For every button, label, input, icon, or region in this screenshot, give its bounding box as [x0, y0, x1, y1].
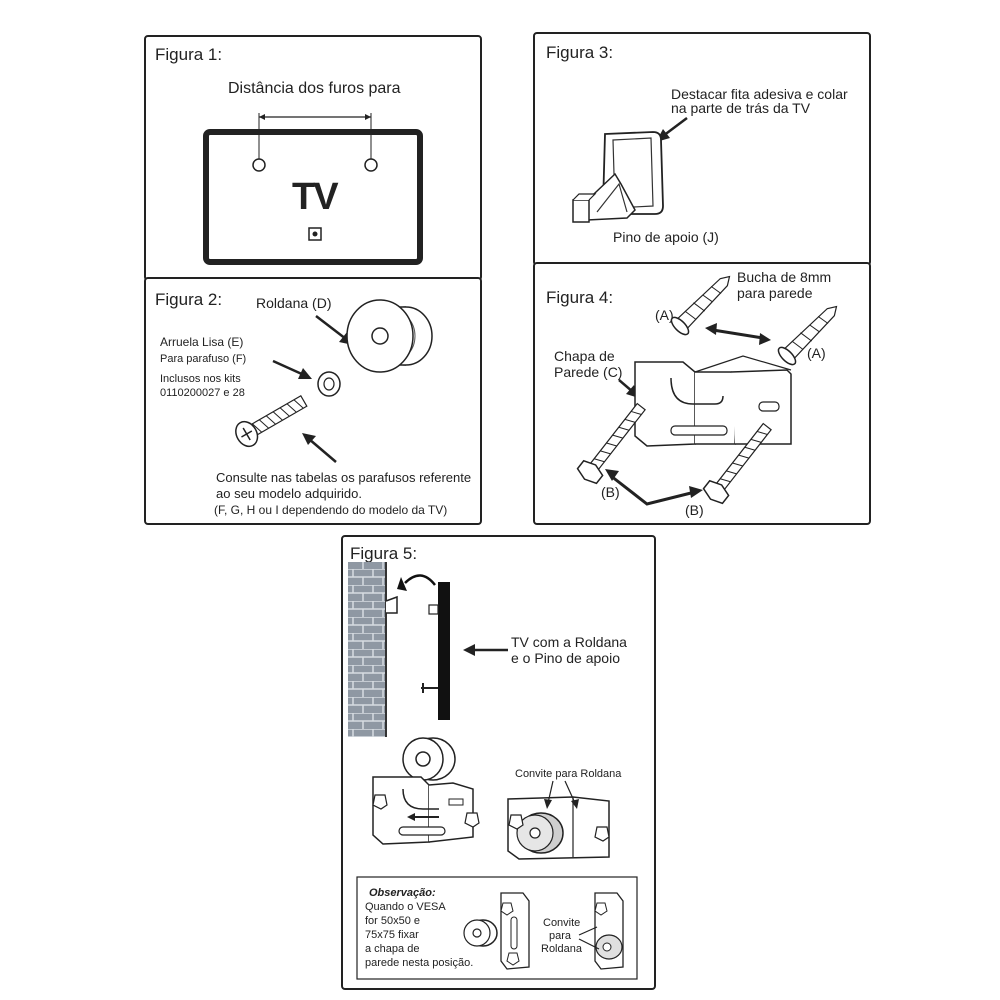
figure-3-title: Figura 3:	[546, 43, 614, 62]
inclusos-label-1: Inclusos nos kits	[160, 373, 241, 385]
figure-4-title: Figura 4:	[546, 288, 614, 307]
figure-1-title: Figura 1:	[155, 45, 223, 64]
consulte-label-2: ao seu modelo adquirido.	[216, 486, 362, 501]
chapa-label-1: Chapa de	[554, 348, 615, 364]
tv-text: TV	[292, 176, 339, 218]
chapa-label-2: Parede (C)	[554, 364, 623, 380]
wall-hardware-drawing	[576, 275, 838, 506]
convite-label: Convite para Roldana	[515, 768, 622, 780]
figure-4-panel: Figura 4: Bucha de 8mm para parede (A) (…	[533, 262, 871, 525]
figure-1-panel: Figura 1: Distância dos furos para TV	[144, 35, 482, 281]
support-pin-drawing	[572, 117, 688, 223]
pino-label: Pino de apoio (J)	[613, 229, 719, 245]
roldana-label: Roldana (D)	[256, 295, 332, 311]
inclusos-label-2: 0110200027 e 28	[160, 387, 245, 399]
mounting-sequence-drawing	[348, 562, 638, 980]
observacao-line-4: a chapa de	[365, 943, 420, 955]
tv-roldana-label-2: e o Pino de apoio	[511, 650, 620, 666]
observacao-line-3: 75x75 fixar	[365, 929, 419, 941]
destacar-label-2: na parte de trás da TV	[671, 100, 811, 116]
bolt-b-right-label: (B)	[685, 502, 704, 518]
figure-5-panel: Figura 5: TV com a Roldana e o Pino de a…	[341, 535, 656, 990]
bucha-label-1: Bucha de 8mm	[737, 269, 832, 285]
observacao-line-1: Quando o VESA	[365, 901, 446, 913]
consulte-label-3: (F, G, H ou I dependendo do modelo da TV…	[214, 503, 448, 517]
figure-5-title: Figura 5:	[350, 544, 418, 563]
anchor-a-right-label: (A)	[807, 345, 826, 361]
hole-distance-label: Distância dos furos para	[228, 80, 401, 97]
bolt-b-left-label: (B)	[601, 484, 620, 500]
parafuso-label: Para parafuso (F)	[160, 353, 247, 365]
convite-small-1: Convite	[543, 917, 581, 929]
observacao-title: Observação:	[369, 887, 436, 899]
figure-3-panel: Figura 3: Destacar fita adesiva e colar …	[533, 32, 871, 266]
figure-2-title: Figura 2:	[155, 290, 223, 309]
convite-small-3: Roldana	[541, 943, 582, 955]
destacar-label-1: Destacar fita adesiva e colar	[671, 86, 848, 102]
consulte-label-1: Consulte nas tabelas os parafusos refere…	[216, 470, 472, 485]
observacao-line-5: parede nesta posição.	[365, 957, 474, 969]
tv-roldana-label-1: TV com a Roldana	[511, 634, 627, 650]
arruela-label: Arruela Lisa (E)	[160, 335, 244, 349]
bucha-label-2: para parede	[737, 285, 813, 301]
convite-small-2: para	[549, 930, 572, 942]
observacao-line-2: for 50x50 e	[365, 915, 421, 927]
tv-back-drawing	[203, 113, 423, 265]
anchor-a-left-label: (A)	[655, 307, 674, 323]
hardware-drawing	[235, 299, 433, 463]
figure-2-panel: Figura 2: Roldana (D) Arruela Lisa (E) P…	[144, 277, 482, 525]
